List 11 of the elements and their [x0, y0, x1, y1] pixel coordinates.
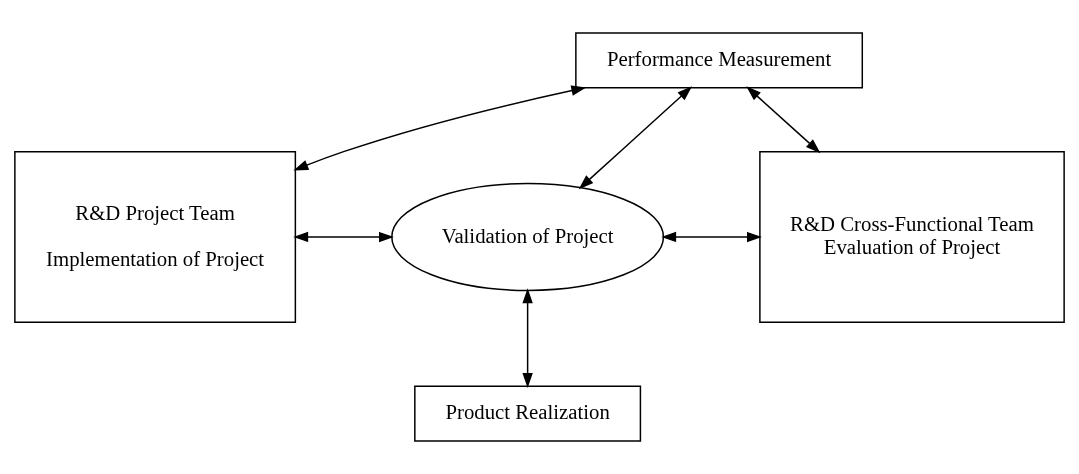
node-ellipse: Validation of Project [391, 182, 665, 292]
node-box: R&D Project Team Implementation of Project [14, 150, 297, 324]
node-box: R&D Cross-Functional Team Evaluation of Project [759, 150, 1065, 324]
arrow [293, 85, 587, 171]
arrow [578, 86, 693, 190]
arrow [522, 288, 533, 388]
node-box: Product Realization [414, 385, 642, 442]
arrow [293, 231, 394, 243]
node-box: Performance Measurement [575, 32, 864, 89]
arrow [661, 231, 762, 243]
arrow [746, 86, 821, 154]
